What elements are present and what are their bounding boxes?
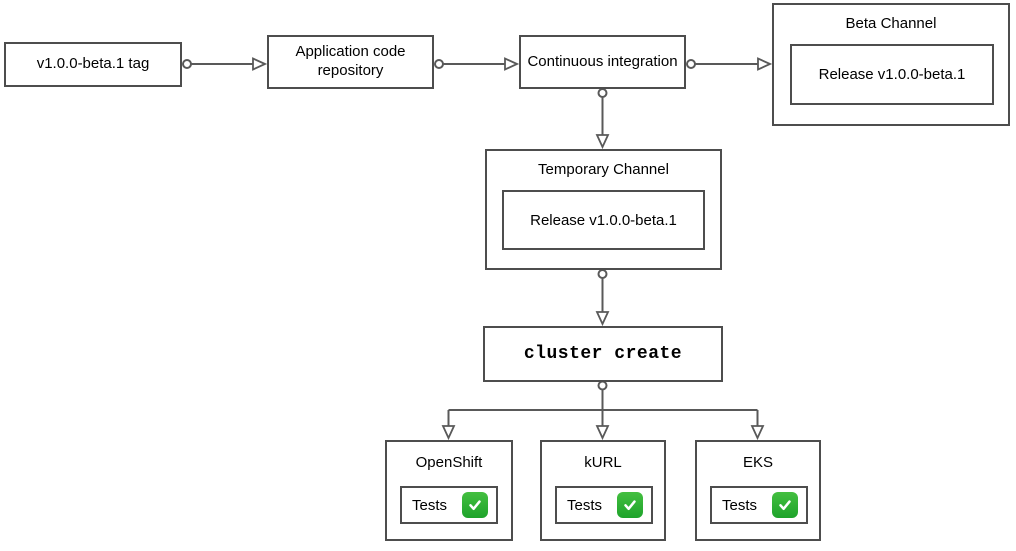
- node-cluster-create: cluster create: [483, 326, 723, 382]
- check-mark-button-icon: [617, 492, 643, 518]
- connector-tag-to-app-repo: [182, 57, 268, 71]
- openshift-tests-label: Tests: [412, 496, 448, 514]
- openshift-tests-box: Tests: [400, 486, 498, 524]
- node-eks: EKS Tests: [695, 440, 821, 541]
- cluster-create-label: cluster create: [523, 344, 683, 364]
- eks-tests-label: Tests: [722, 496, 758, 514]
- beta-channel-release-box: Release v1.0.0-beta.1: [790, 44, 994, 105]
- node-openshift: OpenShift Tests: [385, 440, 513, 541]
- connector-app-repo-to-ci: [434, 57, 520, 71]
- eks-title: EKS: [742, 454, 773, 471]
- check-mark-button-icon: [462, 492, 488, 518]
- temporary-channel-title: Temporary Channel: [538, 161, 669, 178]
- connector-cluster-create-branch: [441, 380, 765, 441]
- node-kurl: kURL Tests: [540, 440, 666, 541]
- beta-channel-release-label: Release v1.0.0-beta.1: [818, 66, 966, 83]
- node-beta-channel: Beta Channel Release v1.0.0-beta.1: [772, 3, 1010, 126]
- version-tag-label: v1.0.0-beta.1 tag: [36, 55, 150, 73]
- check-mark-button-icon: [772, 492, 798, 518]
- connector-temp-channel-to-cluster-create: [595, 269, 610, 327]
- node-version-tag: v1.0.0-beta.1 tag: [4, 42, 182, 87]
- application-code-repository-label: Application code repository: [295, 43, 406, 79]
- continuous-integration-label: Continuous integration: [527, 52, 678, 70]
- temporary-channel-release-label: Release v1.0.0-beta.1: [530, 211, 677, 229]
- kurl-tests-label: Tests: [567, 496, 603, 514]
- node-continuous-integration: Continuous integration: [519, 35, 686, 89]
- connector-ci-to-beta-channel: [686, 57, 773, 71]
- connector-ci-to-temp-channel: [595, 88, 610, 150]
- temporary-channel-release-box: Release v1.0.0-beta.1: [502, 190, 705, 250]
- openshift-title: OpenShift: [415, 454, 483, 471]
- node-application-code-repository: Application code repository: [267, 35, 434, 89]
- eks-tests-box: Tests: [710, 486, 808, 524]
- kurl-tests-box: Tests: [555, 486, 653, 524]
- beta-channel-title: Beta Channel: [845, 15, 937, 32]
- kurl-title: kURL: [584, 454, 622, 471]
- node-temporary-channel: Temporary Channel Release v1.0.0-beta.1: [485, 149, 722, 270]
